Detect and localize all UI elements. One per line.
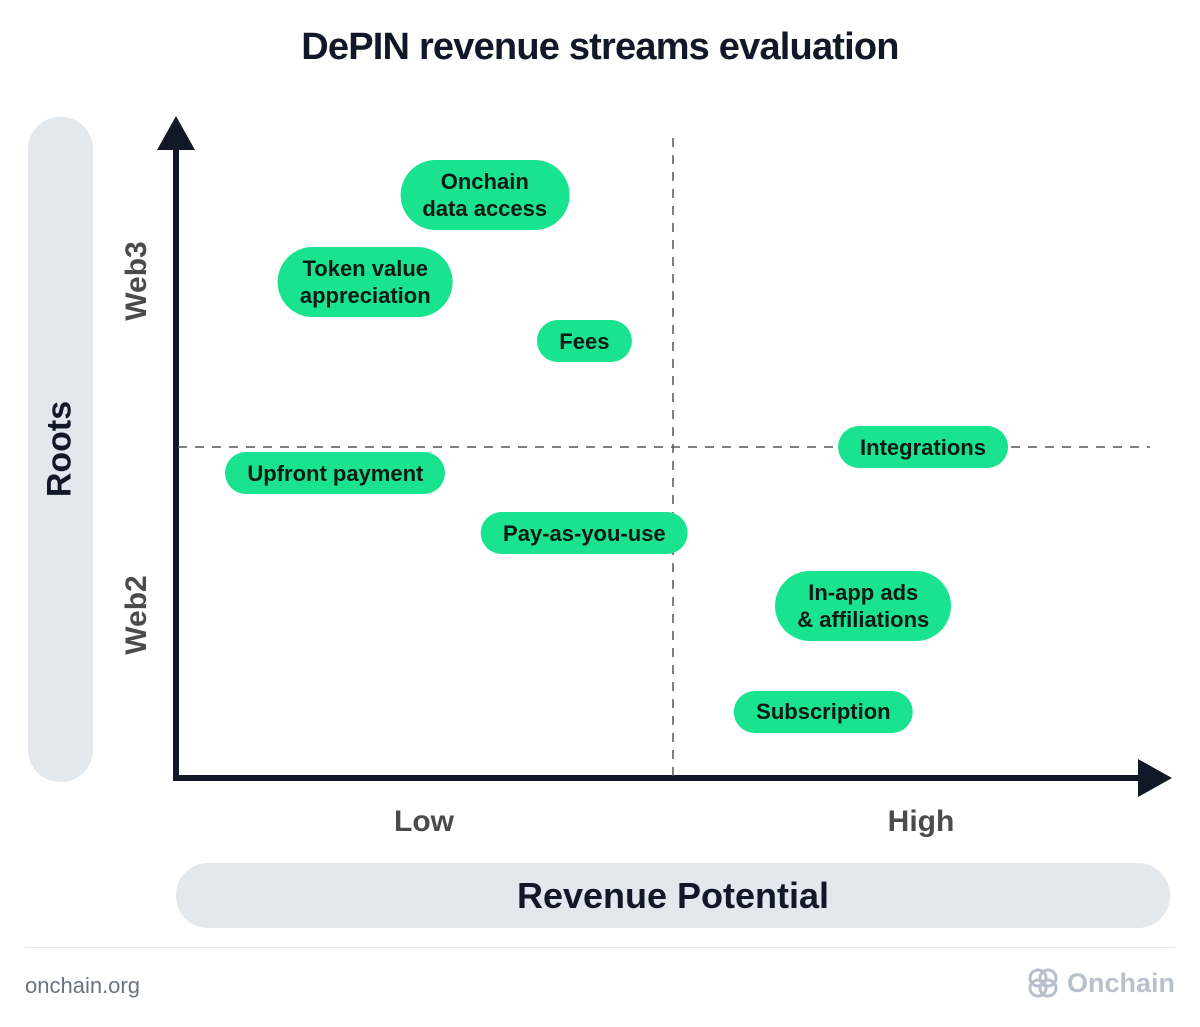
footer-divider xyxy=(25,947,1175,948)
revenue-stream-pill: Pay-as-you-use xyxy=(481,512,688,555)
revenue-stream-pill: Fees xyxy=(537,320,632,363)
y-axis-band xyxy=(28,117,93,782)
x-axis-arrowhead xyxy=(1138,759,1172,797)
revenue-stream-pill: Integrations xyxy=(838,426,1008,468)
x-tick-high: High xyxy=(887,805,955,838)
y-axis-arrowhead xyxy=(157,116,195,150)
footer-brand: Onchain xyxy=(1025,965,1175,1001)
chart-title: DePIN revenue streams evaluation xyxy=(301,26,899,68)
revenue-stream-pill: Token value appreciation xyxy=(277,246,453,317)
x-tick-low: Low xyxy=(394,805,454,838)
revenue-stream-pill: Subscription xyxy=(734,690,913,733)
revenue-stream-pill: Onchain data access xyxy=(400,160,570,231)
onchain-logo-icon xyxy=(1028,968,1058,998)
x-axis-band: Revenue Potential xyxy=(176,863,1170,928)
revenue-stream-pill: Upfront payment xyxy=(225,452,446,495)
brand-name: Onchain xyxy=(1066,967,1175,998)
revenue-stream-pill: In-app ads & affiliations xyxy=(775,570,952,641)
footer-url: onchain.org xyxy=(25,973,140,998)
x-axis-label: Revenue Potential xyxy=(516,874,830,916)
